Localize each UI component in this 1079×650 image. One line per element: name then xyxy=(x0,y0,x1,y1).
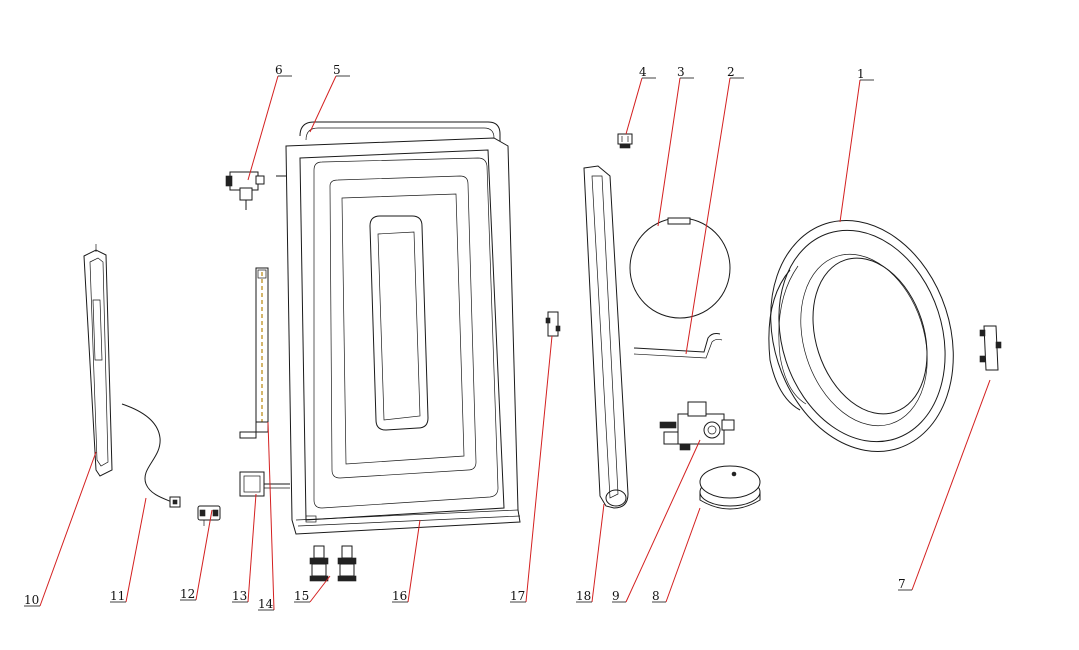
callout-10: 10 xyxy=(24,451,97,607)
callout-2: 2 xyxy=(685,65,744,355)
part-3-round-disc xyxy=(629,217,731,319)
callout-label-17: 17 xyxy=(510,589,525,603)
part-18-frame-strip xyxy=(583,165,629,509)
callout-6: 6 xyxy=(247,63,292,181)
callout-label-18: 18 xyxy=(576,589,591,603)
part-12-clamp xyxy=(197,505,221,526)
callout-12: 12 xyxy=(180,509,213,601)
part-11-wire-harness xyxy=(121,403,181,508)
callout-label-2: 2 xyxy=(727,65,735,79)
callout-label-11: 11 xyxy=(110,589,125,603)
callout-13: 13 xyxy=(232,493,257,603)
callout-label-16: 16 xyxy=(392,589,407,603)
callout-label-12: 12 xyxy=(180,587,195,601)
callout-label-4: 4 xyxy=(639,65,647,79)
callout-5: 5 xyxy=(309,63,350,133)
part-8-round-cover xyxy=(699,465,761,510)
part-15-feet xyxy=(309,545,357,582)
part-13-motor-connector xyxy=(239,471,290,497)
callout-16: 16 xyxy=(392,519,421,603)
callout-label-5: 5 xyxy=(333,63,341,77)
callout-3: 3 xyxy=(657,65,694,227)
part-4-cap xyxy=(617,133,633,149)
part-5-inner-door-panel xyxy=(299,121,501,144)
callout-8: 8 xyxy=(652,507,701,603)
callout-label-10: 10 xyxy=(24,593,39,607)
part-6-valve xyxy=(225,171,265,210)
callout-11: 11 xyxy=(110,497,147,603)
part-16-outer-door-panel xyxy=(276,137,521,535)
callout-4: 4 xyxy=(625,65,656,135)
callout-label-8: 8 xyxy=(652,589,660,603)
callout-label-9: 9 xyxy=(612,589,620,603)
callout-15: 15 xyxy=(294,575,331,603)
callout-label-13: 13 xyxy=(232,589,247,603)
part-2-door-handle xyxy=(633,333,723,359)
callout-label-6: 6 xyxy=(275,63,283,77)
callout-7: 7 xyxy=(898,379,991,591)
part-7-hinge-bracket xyxy=(979,325,1002,371)
callout-18: 18 xyxy=(576,503,605,603)
callout-label-3: 3 xyxy=(677,65,685,79)
callout-label-15: 15 xyxy=(294,589,309,603)
part-9-pump-assembly xyxy=(659,401,735,451)
callout-17: 17 xyxy=(510,335,553,603)
part-1-door-ring xyxy=(768,220,954,452)
callout-label-1: 1 xyxy=(857,67,865,81)
part-17-latch xyxy=(545,311,561,337)
callout-label-7: 7 xyxy=(898,577,906,591)
callout-label-14: 14 xyxy=(258,597,274,611)
callout-9: 9 xyxy=(612,439,701,603)
callout-1: 1 xyxy=(839,67,874,223)
part-14-door-seal-strip xyxy=(239,267,269,439)
part-10-side-panel xyxy=(83,244,113,477)
callout-14: 14 xyxy=(258,421,275,611)
